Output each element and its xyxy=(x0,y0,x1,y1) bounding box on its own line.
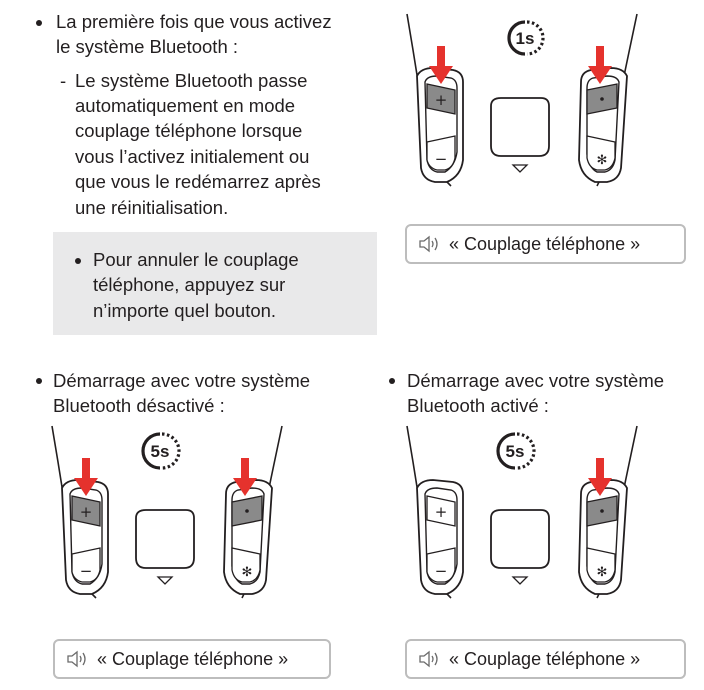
bullet-dot xyxy=(36,378,42,384)
speaker-icon xyxy=(417,648,445,670)
down-arrow-icon xyxy=(588,46,612,84)
section3-bullet-line2: Bluetooth activé : xyxy=(407,395,549,416)
voice-prompt-callout: « Couplage téléphone » xyxy=(405,224,686,264)
left-control-module: + − xyxy=(416,67,464,183)
section1-sub-line: couplage téléphone lorsque xyxy=(75,120,303,141)
star-button-label: ✻ xyxy=(242,565,253,580)
timer-label: 5s xyxy=(151,442,170,461)
star-button-label: ✻ xyxy=(597,565,608,580)
down-arrow-icon xyxy=(588,458,612,496)
plus-button-label: + xyxy=(435,503,448,521)
note-box xyxy=(53,232,377,335)
section1-sub-line: que vous le redémarrez après xyxy=(75,171,321,192)
device-figure-1: 1s + − ✻ xyxy=(405,12,640,207)
section1-bullet-line2: le système Bluetooth : xyxy=(56,36,239,57)
note-line: n’importe quel bouton. xyxy=(93,300,277,321)
voice-prompt-text: « Couplage téléphone » xyxy=(97,648,289,669)
section1-sub-line: vous l’activez initialement ou xyxy=(75,146,310,167)
down-arrow-icon xyxy=(74,458,98,496)
voice-prompt-text: « Couplage téléphone » xyxy=(449,648,641,669)
bullet-dot xyxy=(389,378,395,384)
minus-button-label: − xyxy=(435,562,448,580)
speaker-icon xyxy=(65,648,93,670)
voice-prompt-callout: « Couplage téléphone » xyxy=(405,639,686,679)
voice-prompt-callout: « Couplage téléphone » xyxy=(53,639,331,679)
timer-label: 5s xyxy=(506,442,525,461)
right-control-module: ✻ xyxy=(578,67,628,183)
section1-sub-line: Le système Bluetooth passe xyxy=(75,70,308,91)
voice-prompt-text: « Couplage téléphone » xyxy=(449,233,641,254)
note-line: téléphone, appuyez sur xyxy=(93,274,286,295)
minus-button-label: − xyxy=(435,150,448,168)
down-arrow-icon xyxy=(233,458,257,496)
timer-icon: 5s xyxy=(496,432,536,470)
section1-sub-line: une réinitialisation. xyxy=(75,197,229,218)
left-control-module: + − xyxy=(61,479,109,595)
section1-dash: - xyxy=(60,70,67,91)
minus-button-label: − xyxy=(80,562,93,580)
device-figure-2: 5s + − ✻ xyxy=(50,424,285,619)
section2-bullet-line1: Démarrage avec votre système xyxy=(53,370,311,391)
plus-button-label: + xyxy=(435,91,448,109)
timer-icon: 1s xyxy=(507,20,545,56)
section1-sub-line: automatiquement en mode xyxy=(75,95,296,116)
star-button-label: ✻ xyxy=(597,153,608,168)
timer-icon: 5s xyxy=(141,432,181,470)
speaker-icon xyxy=(417,233,445,255)
left-control-module: + − xyxy=(416,479,464,595)
device-figure-3: 5s + − ✻ xyxy=(405,424,640,619)
section2-bullet-line2: Bluetooth désactivé : xyxy=(53,395,225,416)
bullet-dot xyxy=(36,20,42,26)
plus-button-label: + xyxy=(80,503,93,521)
section3-bullet-line1: Démarrage avec votre système xyxy=(407,370,665,391)
section1-bullet-line1: La première fois que vous activez xyxy=(56,11,332,32)
bullet-dot xyxy=(75,258,81,264)
right-control-module: ✻ xyxy=(223,479,273,595)
note-line: Pour annuler le couplage xyxy=(93,249,299,270)
right-control-module: ✻ xyxy=(578,479,628,595)
timer-label: 1s xyxy=(516,29,535,48)
down-arrow-icon xyxy=(429,46,453,84)
